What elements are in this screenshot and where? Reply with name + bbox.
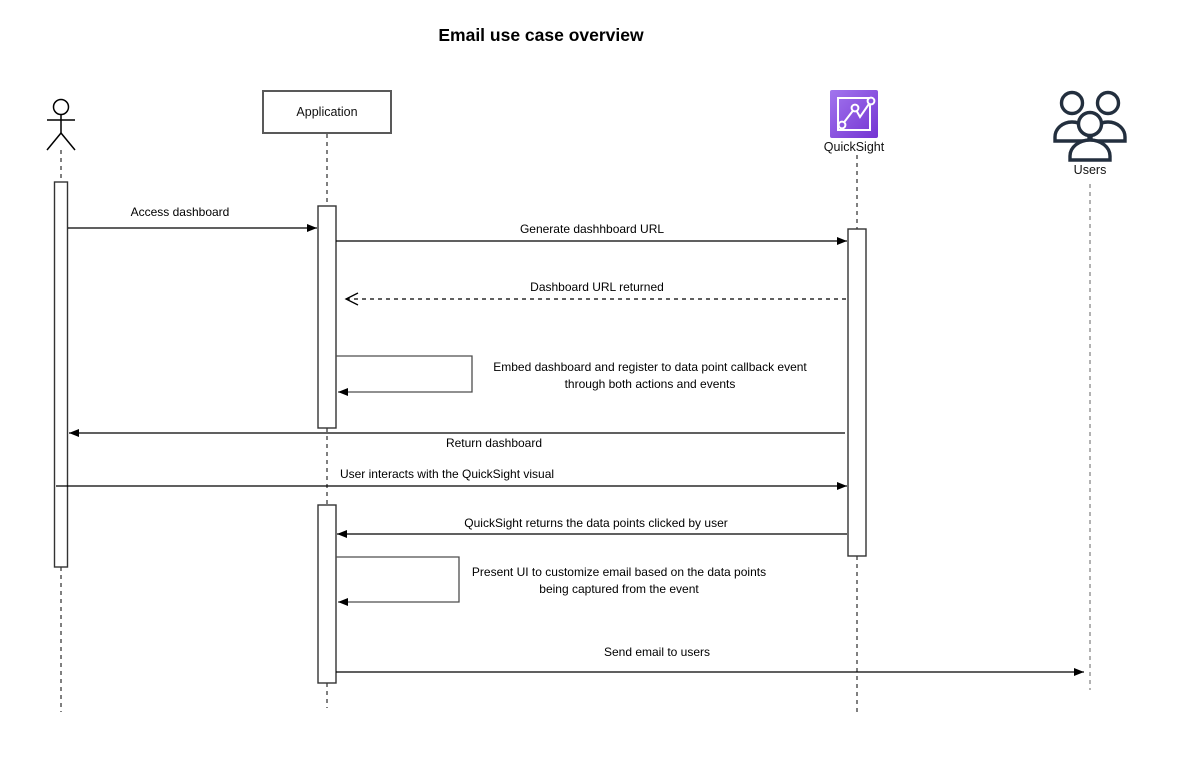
- users-icon: [1053, 90, 1127, 162]
- message-label-embed-dashboard: Embed dashboard and register to data poi…: [493, 360, 807, 391]
- self-message-present-ui: [336, 556, 460, 606]
- open-arrowhead-icon: [344, 292, 359, 306]
- message-label-generate-dashboard-url: Generate dashhboard URL: [519, 222, 665, 236]
- participant-application-label: Application: [296, 105, 358, 119]
- actor-activation-bar: [53, 181, 69, 568]
- lifelines: [60, 134, 1091, 712]
- diagram-title: Email use case overview: [438, 25, 644, 45]
- message-label-dashboard-url-returned: Dashboard URL returned: [530, 280, 664, 294]
- message-label-user-interacts: User interacts with the QuickSight visua…: [339, 467, 555, 481]
- quicksight-icon: [830, 90, 878, 138]
- participant-application-box: Application: [262, 90, 392, 134]
- self-message-embed-dashboard: [336, 355, 473, 396]
- message-label-quicksight-returns-datapoints: QuickSight returns the data points click…: [464, 516, 728, 530]
- activation-bars: [53, 181, 867, 684]
- application-activation-bar-1: [317, 205, 337, 429]
- actor-icon: [46, 98, 76, 151]
- message-label-return-dashboard: Return dashboard: [445, 436, 543, 450]
- participant-users-label: Users: [1073, 163, 1107, 177]
- message-label-access-dashboard: Access dashboard: [130, 205, 230, 219]
- message-label-present-ui: Present UI to customize email based on t…: [471, 565, 767, 596]
- quicksight-activation-bar: [847, 228, 867, 557]
- application-activation-bar-2: [317, 504, 337, 684]
- message-label-send-email: Send email to users: [603, 645, 711, 659]
- participant-quicksight-label: QuickSight: [823, 140, 885, 154]
